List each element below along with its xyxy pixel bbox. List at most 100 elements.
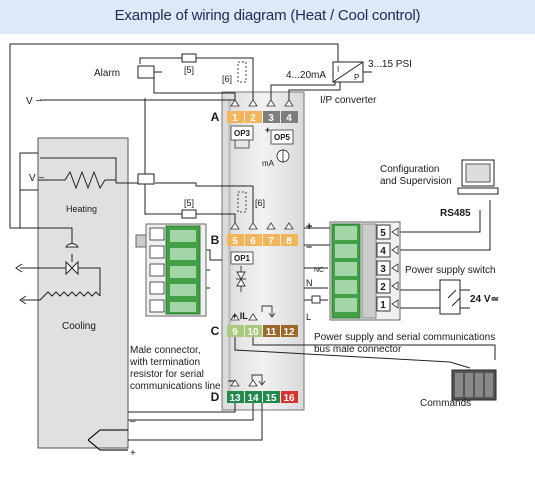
terminal-1 — [227, 111, 244, 123]
section-letter-b: B — [211, 233, 220, 247]
ref5-top-label: [5] — [184, 65, 194, 75]
ip-converter-label: I/P converter — [320, 95, 377, 106]
ip-box-p-label: P — [354, 73, 359, 82]
ref6-top-label: [6] — [222, 74, 232, 84]
fuse-mid-icon — [181, 209, 197, 219]
section-letter-c: C — [211, 324, 220, 338]
terminal-label-11: 11 — [266, 327, 277, 338]
cooling-valve-icon — [65, 260, 79, 276]
terminal-label-7: 7 — [268, 236, 274, 247]
terminal-label-10: 10 — [247, 327, 259, 338]
terminal-13 — [227, 391, 244, 403]
terminal-10 — [245, 325, 262, 337]
right-terminal-4: 4 — [380, 246, 386, 257]
terminal-label-1: 1 — [232, 113, 238, 124]
l-label: L — [306, 312, 311, 322]
varistor-mid-icon — [237, 191, 247, 213]
male-connector-label-3: resistor for serial — [130, 369, 204, 380]
terminal-row-b — [227, 234, 298, 246]
terminal-6 — [245, 234, 262, 246]
right-terminal-3: 3 — [380, 264, 386, 275]
power-switch-label: Power supply switch — [405, 265, 496, 276]
minus-mid-label: – — [306, 241, 312, 253]
voltage-24-label: 24 V≃ — [470, 294, 499, 305]
terminal-2 — [245, 111, 262, 123]
op3-box — [230, 125, 254, 141]
varistor-top-icon — [237, 61, 247, 83]
terminal-label-14: 14 — [247, 393, 259, 404]
commands-device-icon — [451, 369, 497, 401]
terminal-15 — [263, 391, 280, 403]
terminal-16 — [281, 391, 298, 403]
terminal-3 — [263, 111, 280, 123]
male-connector-label-2: with termination — [129, 357, 200, 368]
module-rail — [228, 100, 231, 402]
bus-connector-label-1: Power supply and serial communications — [314, 332, 495, 343]
diagram-title: Example of wiring diagram (Heat / Cool c… — [114, 7, 421, 24]
ref6-mid-label: [6] — [255, 198, 265, 208]
d-switch-icon — [251, 374, 263, 384]
terminal-arrows — [230, 99, 294, 387]
terminal-label-15: 15 — [265, 393, 277, 404]
male-connector-label-4: communications line — [130, 381, 221, 392]
ground-symbol-icon — [311, 295, 321, 304]
ref5-mid-label: [5] — [184, 198, 194, 208]
terminal-label-12: 12 — [283, 327, 295, 338]
right-terminal-5: 5 — [380, 228, 386, 239]
terminal-5 — [227, 234, 244, 246]
heating-contact-icon — [137, 173, 155, 185]
computer-icon — [457, 159, 499, 195]
commands-label: Commands — [420, 398, 471, 409]
terminal-4 — [281, 111, 298, 123]
rs485-label: RS485 — [440, 208, 471, 219]
left-male-connector — [135, 223, 207, 317]
op3-label: OP3 — [234, 129, 251, 138]
section-letter-a: A — [211, 110, 220, 124]
thermocouple-icon — [87, 429, 128, 441]
terminal-label-6: 6 — [250, 236, 256, 247]
n-label: N — [306, 278, 313, 288]
op3-relay-icon — [234, 140, 250, 149]
terminal-label-9: 9 — [232, 327, 238, 338]
section-letter-d: D — [211, 390, 220, 404]
op5-box — [270, 129, 294, 145]
terminal-label-8: 8 — [286, 236, 292, 247]
terminal-label-16: 16 — [283, 393, 295, 404]
terminal-label-2: 2 — [250, 113, 256, 124]
terminal-14 — [245, 391, 262, 403]
title-band — [0, 0, 535, 34]
terminal-label-13: 13 — [229, 393, 241, 404]
terminal-label-3: 3 — [268, 113, 274, 124]
minus-bottom-label: – — [130, 416, 136, 427]
il-label: + IL — [232, 311, 248, 321]
male-connector-label-1: Male connector, — [130, 345, 201, 356]
terminal-row-d — [227, 391, 298, 403]
terminal-9 — [227, 325, 244, 337]
cooling-label: Cooling — [62, 321, 96, 332]
op1-box — [230, 251, 254, 265]
plus-mid-label: + — [306, 221, 312, 233]
il-switch-icon — [261, 305, 273, 316]
ip-box-i-label: I — [337, 65, 339, 74]
heating-label: Heating — [66, 204, 97, 214]
alarm-label: Alarm — [94, 68, 120, 79]
cooling-coil-icon — [39, 267, 101, 301]
current-range-label: 4...20mA — [286, 70, 326, 81]
bus-connector-label-2: bus male connector — [314, 344, 402, 355]
cooling-valve-actuator-icon — [65, 243, 79, 248]
terminal-7 — [263, 234, 280, 246]
right-terminal-2: 2 — [380, 282, 386, 293]
ma-label: mA — [262, 159, 275, 168]
config-label: Configuration — [380, 164, 439, 175]
terminal-12 — [281, 325, 298, 337]
op1-label: OP1 — [234, 254, 251, 263]
terminal-row-c — [227, 325, 298, 337]
controller-module — [221, 91, 305, 411]
right-terminal-1: 1 — [380, 300, 386, 311]
nc-label: NC — [314, 267, 324, 274]
power-switch-icon — [439, 279, 470, 315]
terminal-8 — [281, 234, 298, 246]
terminal-label-5: 5 — [232, 236, 238, 247]
minus-d-label: – — [228, 375, 234, 387]
